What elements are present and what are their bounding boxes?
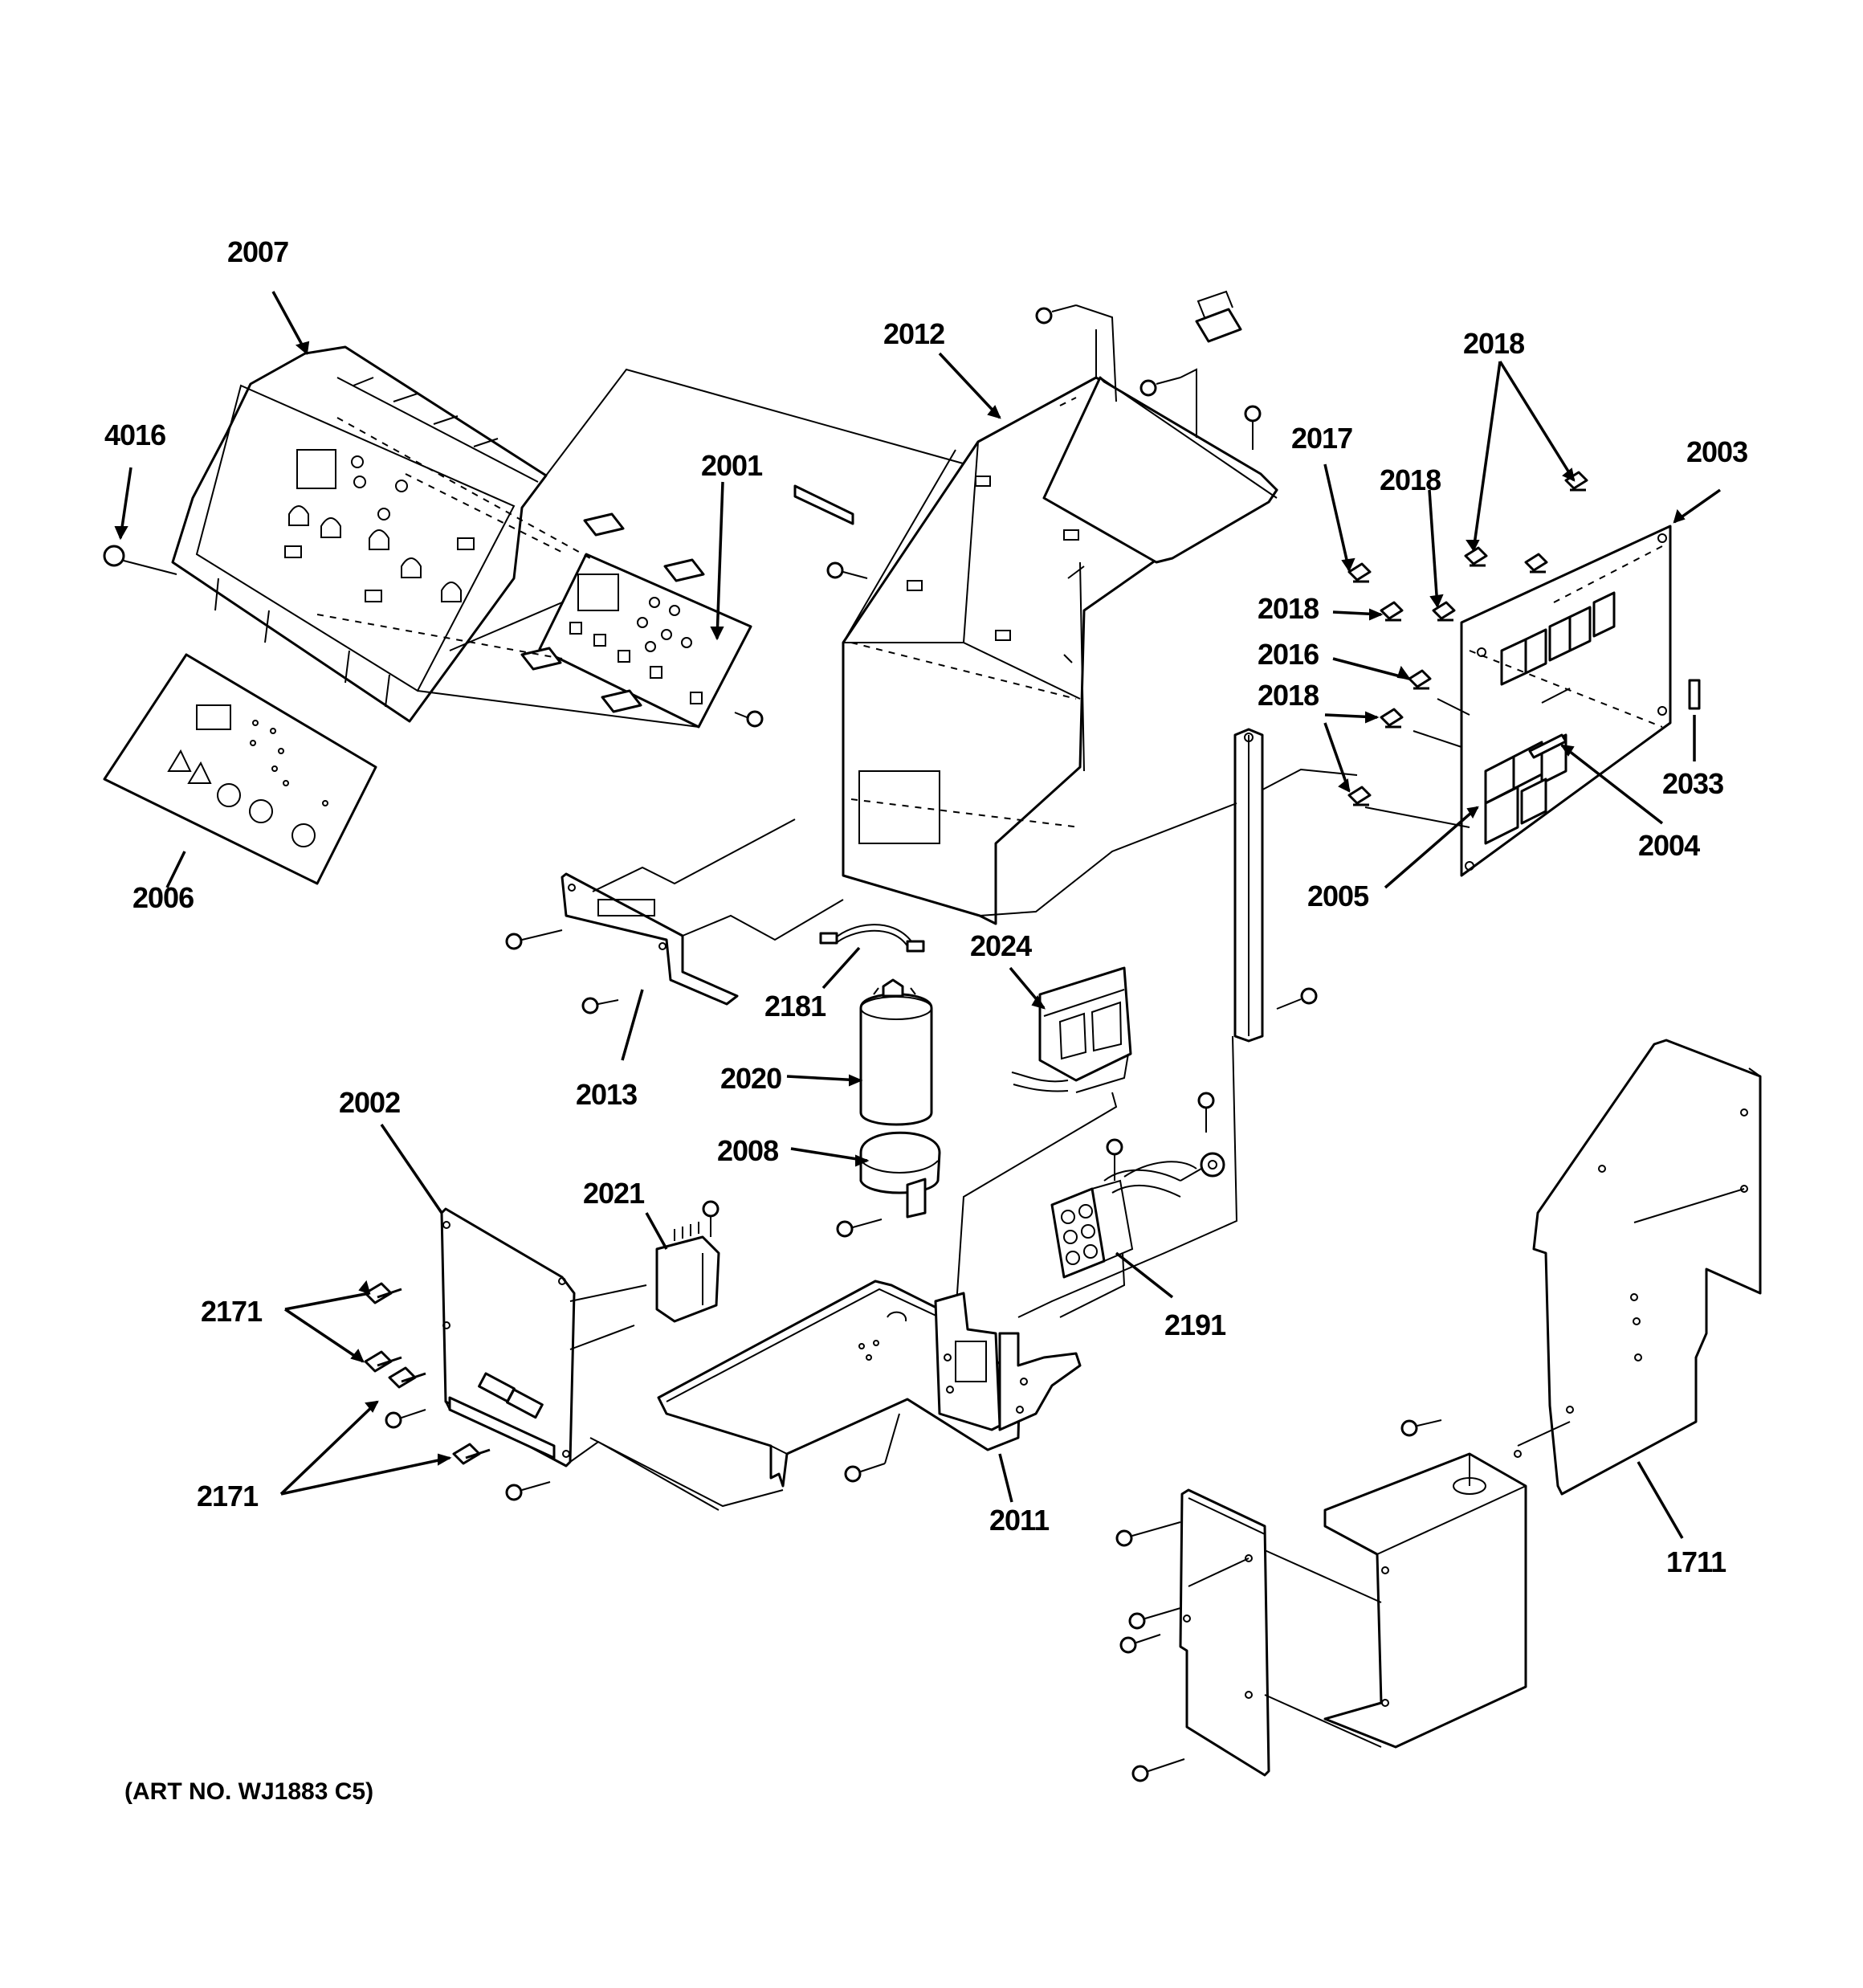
vertical-support-bar (1233, 728, 1264, 1043)
screws-2002 (385, 1409, 551, 1501)
label-2171-lower: 2171 (197, 1480, 259, 1512)
side-panel-1711 (1532, 1039, 1762, 1496)
label-2013: 2013 (576, 1078, 637, 1111)
label-2005: 2005 (1307, 880, 1369, 912)
screws-front-cover (1115, 1521, 1185, 1782)
screw-2001 (746, 710, 764, 728)
label-2003: 2003 (1686, 435, 1747, 468)
control-overlay (103, 653, 377, 885)
standoffs-2171 (364, 1282, 491, 1465)
screw-bar (1276, 987, 1318, 1010)
label-plate (793, 484, 854, 525)
control-panel-housing (171, 345, 548, 723)
capacitor-2020 (859, 978, 933, 1126)
label-2181: 2181 (764, 990, 826, 1023)
leader-lines (119, 291, 1722, 1539)
screw-2021 (702, 1200, 720, 1237)
label-2002: 2002 (339, 1086, 400, 1119)
label-2016: 2016 (1258, 638, 1319, 671)
assembly-lines-top (1059, 304, 1197, 438)
capacitor-strap-2008 (859, 1131, 941, 1219)
bracket-2013 (561, 872, 739, 1006)
label-2024: 2024 (970, 929, 1032, 962)
assembly-lines-1711 (1517, 1188, 1745, 1447)
screws-2013 (505, 929, 619, 1014)
screws-2011 (844, 1463, 886, 1483)
art-number: (ART NO. WJ1883 C5) (124, 1778, 373, 1805)
label-4016: 4016 (104, 418, 165, 451)
transformer-2024 (1011, 966, 1132, 1093)
label-2018-low: 2018 (1258, 679, 1319, 712)
label-2018-top: 2018 (1463, 327, 1524, 360)
screws-top (826, 304, 1262, 579)
screws-lower-box (1400, 1419, 1442, 1437)
fuse-2004 (1528, 733, 1567, 759)
wire-connector-2191 (1050, 1152, 1225, 1279)
assembly-lines-top-left (316, 368, 972, 728)
label-2007: 2007 (227, 235, 288, 268)
assembly-lines-mid (592, 802, 1237, 941)
label-2171-upper: 2171 (201, 1295, 263, 1328)
top-cover-bracket (1042, 376, 1278, 564)
wire-jumper-2181 (819, 924, 925, 953)
label-1711: 1711 (1666, 1545, 1726, 1578)
fuse-2033 (1688, 679, 1701, 710)
label-2008: 2008 (717, 1134, 778, 1167)
label-2021: 2021 (583, 1177, 645, 1210)
assembly-lines-2011 (589, 1413, 900, 1508)
screw-4016 (103, 545, 177, 575)
label-2020: 2020 (720, 1062, 781, 1095)
lower-enclosure-box (1323, 1450, 1527, 1749)
base-plate-2011 (657, 1280, 1082, 1488)
main-control-board (1460, 525, 1672, 877)
assembly-lines-2191 (955, 1035, 1238, 1318)
label-2018-mid: 2018 (1380, 463, 1441, 496)
label-2004: 2004 (1638, 829, 1700, 862)
assembly-lines-front (1188, 1549, 1382, 1748)
screw-2008 (836, 1219, 883, 1238)
label-2011: 2011 (989, 1504, 1050, 1537)
standoff-clips (1347, 471, 1588, 806)
part-labels: 2007 4016 2001 2006 2012 2018 2017 2018 … (104, 235, 1748, 1805)
label-2033: 2033 (1662, 767, 1723, 800)
label-2017: 2017 (1291, 422, 1352, 455)
screw-2024 (1106, 1138, 1123, 1181)
relay-2021 (655, 1222, 720, 1323)
control-box-2012 (842, 329, 1278, 925)
leader-arrowheads (114, 341, 1686, 1466)
assembly-lines-2002 (569, 1284, 720, 1511)
label-2006: 2006 (132, 881, 194, 914)
board-assembly-lines (1236, 698, 1470, 828)
label-2191: 2191 (1164, 1308, 1226, 1341)
label-2012: 2012 (883, 317, 944, 350)
screw-2191 (1197, 1092, 1215, 1133)
interface-board-2002 (440, 1207, 576, 1468)
front-cover-plate (1179, 1488, 1270, 1777)
button-keys (520, 512, 705, 713)
connector-clip (1195, 290, 1242, 343)
label-2001: 2001 (701, 449, 763, 482)
label-2018-left: 2018 (1258, 592, 1319, 625)
